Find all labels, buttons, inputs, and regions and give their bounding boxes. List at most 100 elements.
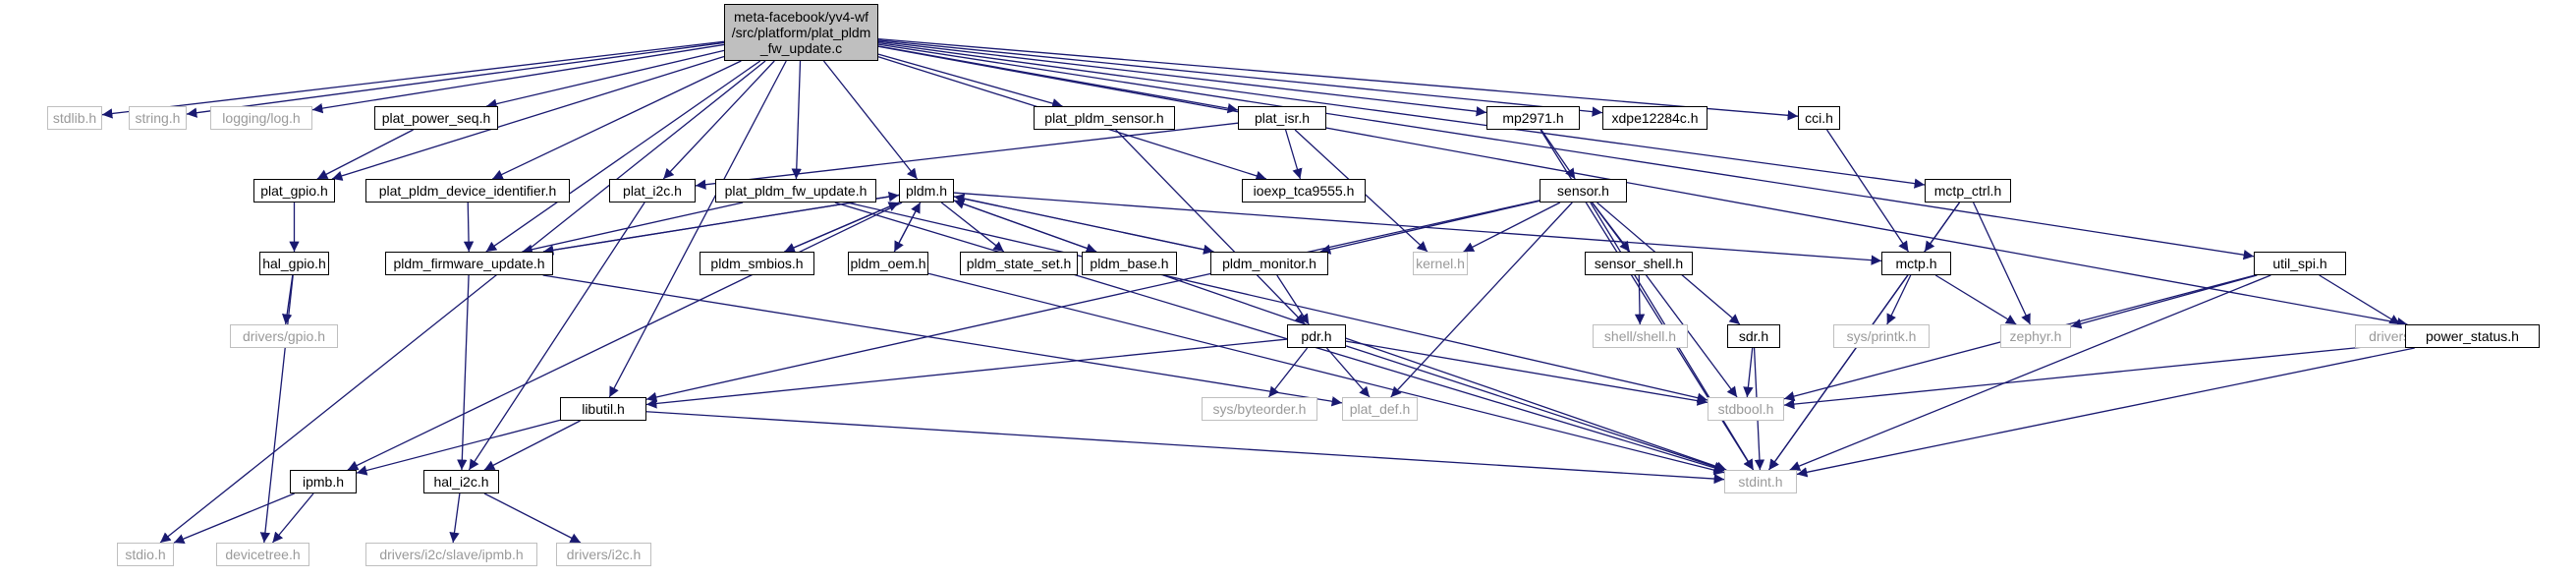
edge-root-to-power_status [877,45,2408,328]
edge-root-to-xdpe12284c [877,39,1603,117]
edge-sensor-to-stdbool [1591,202,1738,398]
edge-sensor_shell-to-shell [1634,274,1646,325]
edge-pldm_firmware_update-to-hal_i2c [457,274,470,471]
edge-plat_isr-to-plat_i2c [695,122,1239,190]
edge-mp2971-to-stdint [1540,129,1755,471]
node-xdpe12284c[interactable]: xdpe12284c.h [1602,106,1708,130]
node-pldm-base[interactable]: pldm_base.h [1082,252,1177,275]
node-string: string.h [129,106,187,130]
edge-root-to-stdio [159,60,766,544]
edge-hal_gpio-to-devicetree [259,274,294,544]
edge-plat_isr-to-ioexp_tca9555 [1284,129,1303,180]
edge-libutil-to-stdint [645,411,1725,485]
node-plat-def: plat_def.h [1342,397,1418,421]
node-pldm-state-set[interactable]: pldm_state_set.h [960,252,1078,275]
edge-mctp_ctrl-to-zephyr [1973,202,2031,325]
node-mp2971[interactable]: mp2971.h [1486,106,1580,130]
edge-util_spi-to-zephyr [2070,274,2258,329]
node-devicetree: devicetree.h [216,543,309,566]
edge-ipmb-to-devicetree [271,492,314,544]
node-pldm-smbios[interactable]: pldm_smbios.h [700,252,814,275]
edge-pldm_smbios-to-pldm [784,202,900,253]
node-drivers-gpio: drivers/gpio.h [230,324,338,348]
node-stdlib: stdlib.h [47,106,102,130]
node-pldm-oem[interactable]: pldm_oem.h [848,252,928,275]
node-stdio: stdio.h [117,543,174,566]
node-zephyr: zephyr.h [2000,324,2071,348]
node-kernel: kernel.h [1413,252,1468,275]
node-sys-byteorder: sys/byteorder.h [1202,397,1317,421]
node-plat-isr[interactable]: plat_isr.h [1238,106,1326,130]
edge-root-to-cci [877,37,1799,121]
node-pldm-firmware-update[interactable]: pldm_firmware_update.h [385,252,553,275]
edge-util_spi-to-stdint [1789,274,2271,471]
edge-plat_pldm_device_identifier-to-pldm_firmware_update [463,202,475,253]
edge-pldm-to-pldm_state_set [940,202,1005,253]
edge-hal_i2c-to-drivers_i2c [483,492,582,544]
edge-pldm_base-to-stdint [1163,274,1727,472]
edge-mp2971-to-sensor [1540,129,1576,180]
node-ioexp-tca9555[interactable]: ioexp_tca9555.h [1242,179,1366,203]
node-sensor-shell[interactable]: sensor_shell.h [1585,252,1693,275]
edge-pldm-to-mctp [953,192,1882,265]
edge-pdr-to-stdbool [1345,340,1708,406]
node-hal-gpio[interactable]: hal_gpio.h [259,252,329,275]
edge-pldm-to-ipmb [347,202,903,471]
edge-plat_pldm_fw_update-to-stdbool [847,202,1708,403]
node-cci[interactable]: cci.h [1798,106,1840,130]
node-plat-pldm-sensor[interactable]: plat_pldm_sensor.h [1034,106,1175,130]
node-root[interactable]: meta-facebook/yv4-wf /src/platform/plat_… [724,4,878,61]
node-sys-printk: sys/printk.h [1833,324,1930,348]
node-mctp-ctrl[interactable]: mctp_ctrl.h [1925,179,2011,203]
node-sensor[interactable]: sensor.h [1540,179,1627,203]
edge-root-to-pldm [822,60,919,180]
node-stdint: stdint.h [1724,470,1797,493]
node-plat-pldm-fw-update[interactable]: plat_pldm_fw_update.h [715,179,876,203]
edge-pdr-to-stdint [1345,345,1725,472]
node-pdr[interactable]: pdr.h [1287,324,1346,348]
edge-root-to-pldm_firmware_update [485,60,761,253]
node-pldm-monitor[interactable]: pldm_monitor.h [1210,252,1328,275]
node-hal-i2c[interactable]: hal_i2c.h [423,470,499,493]
edge-pdr-to-libutil [645,338,1288,409]
node-pldm[interactable]: pldm.h [899,179,954,203]
node-plat-gpio[interactable]: plat_gpio.h [253,179,335,203]
edge-power_status-to-stdint [1796,347,2415,478]
edge-plat_pldm_sensor-to-pdr [1115,129,1306,325]
edge-hal_i2c-to-drivers_i2c_slave_ipmb [449,492,461,544]
edge-plat_i2c-to-hal_i2c [468,202,645,471]
node-mctp[interactable]: mctp.h [1881,252,1951,275]
edge-sensor-to-kernel [1463,202,1561,253]
edge-pldm_oem-to-pldm [893,202,922,253]
node-sdr[interactable]: sdr.h [1727,324,1780,348]
edge-root-to-plat_i2c [662,60,775,180]
node-power-status[interactable]: power_status.h [2405,324,2540,348]
node-plat-i2c[interactable]: plat_i2c.h [609,179,696,203]
edge-pldm_monitor-to-pldm [953,194,1214,253]
edge-util_spi-to-drivers_spi_nor [2319,274,2401,325]
edge-pdr-to-sys_byteorder [1267,347,1309,398]
edge-cci-to-mctp [1825,129,1910,253]
node-plat-pldm-device-identifier[interactable]: plat_pldm_device_identifier.h [365,179,570,203]
node-util-spi[interactable]: util_spi.h [2254,252,2346,275]
edge-power_status-to-stdbool [1783,342,2406,410]
edge-mctp-to-stdint [1768,274,1909,471]
node-ipmb[interactable]: ipmb.h [290,470,357,493]
edge-root-to-plat_pldm_fw_update [791,60,802,180]
edge-root-to-mp2971 [877,40,1487,117]
edge-mctp-to-zephyr [1934,274,2017,325]
edge-pdr-to-plat_def [1325,347,1371,398]
edge-libutil-to-ipmb [356,419,561,476]
edge-plat_pldm_fw_update-to-stdint [834,202,1725,473]
edge-root-to-libutil [608,60,787,398]
edge-ipmb-to-stdio [173,492,295,545]
edge-pldm_firmware_update-to-pldm [542,191,900,253]
node-plat-power-seq[interactable]: plat_power_seq.h [374,106,498,130]
edge-root-to-mctp_ctrl [877,41,1926,189]
node-libutil[interactable]: libutil.h [560,397,646,421]
edge-sensor-to-pldm_monitor [1319,200,1540,255]
edge-libutil-to-hal_i2c [483,420,581,471]
node-drivers-i2c: drivers/i2c.h [556,543,651,566]
